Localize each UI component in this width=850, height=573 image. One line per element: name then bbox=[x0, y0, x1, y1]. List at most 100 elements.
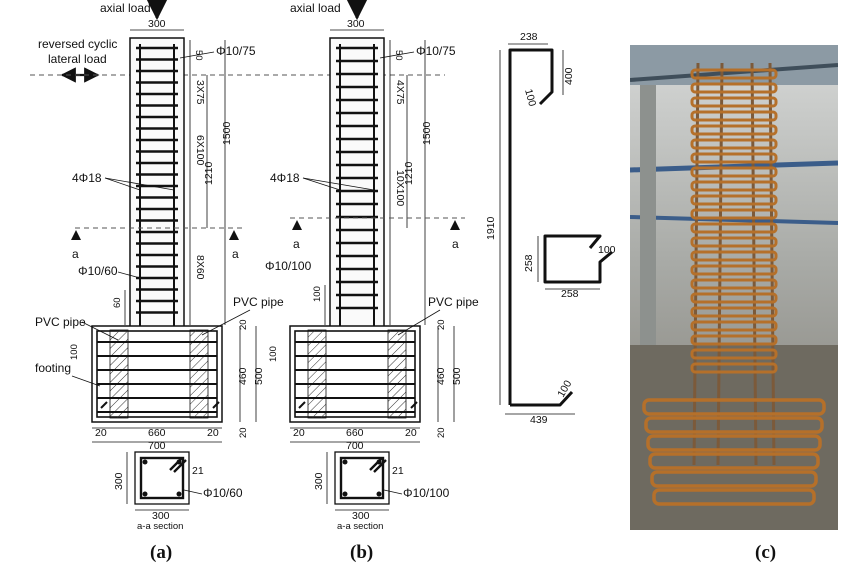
spacing-bot: 8X60 bbox=[194, 255, 206, 280]
dim-50: 50 bbox=[193, 50, 204, 61]
bottom-20-left: 20 bbox=[95, 427, 107, 439]
sec-label: a-a section bbox=[337, 521, 383, 532]
caption-a: (a) bbox=[150, 542, 172, 563]
leader bbox=[71, 375, 101, 387]
section-hook-2 bbox=[173, 459, 187, 473]
caption-b: (b) bbox=[350, 542, 373, 563]
cage-stirrup bbox=[690, 292, 778, 304]
spacing-mid: 6X100 bbox=[194, 135, 206, 166]
section-stirrup bbox=[339, 456, 385, 500]
rebar-cage-photo bbox=[630, 45, 838, 530]
section-mark-right: a bbox=[452, 237, 459, 251]
cage-stirrup bbox=[690, 194, 778, 206]
long-bars-label: 4Φ18 bbox=[270, 171, 300, 185]
caption-c: (c) bbox=[755, 542, 776, 563]
cage-stirrup bbox=[690, 208, 778, 220]
dim-60: 60 bbox=[112, 297, 123, 308]
section-mark-left: a bbox=[72, 247, 79, 261]
height-1910: 1910 bbox=[485, 216, 497, 240]
dim-500: 500 bbox=[451, 367, 463, 385]
dim-100b: 100 bbox=[268, 346, 279, 362]
dim-20a: 20 bbox=[436, 319, 447, 330]
sec-stirrup-label: Φ10/60 bbox=[203, 486, 243, 500]
bottom-20-right: 20 bbox=[207, 427, 219, 439]
footing-bars-b bbox=[295, 341, 418, 413]
section-hook-2 bbox=[373, 459, 387, 473]
dim-500: 500 bbox=[253, 367, 265, 385]
cage-stirrup bbox=[690, 250, 778, 262]
cage-stirrup bbox=[690, 180, 778, 192]
footing-bars-a bbox=[97, 341, 220, 413]
roof-beam bbox=[630, 63, 838, 82]
cage-stirrup bbox=[690, 96, 778, 108]
hook-100-bottom: 100 bbox=[555, 378, 574, 399]
cage-stirrup bbox=[690, 264, 778, 276]
bar-detail-drawing: 238 400 100 1910 258 100 258 100 439 bbox=[485, 31, 616, 426]
stirrup-top-label: Φ10/75 bbox=[216, 44, 256, 58]
leader bbox=[81, 321, 119, 341]
section-bar bbox=[376, 491, 382, 497]
pvc-pipe-right-label: PVC pipe bbox=[233, 295, 284, 309]
axial-load-label: axial load bbox=[100, 1, 151, 15]
leader bbox=[104, 177, 175, 191]
section-arrow-left bbox=[71, 230, 81, 240]
footing-cage-ring bbox=[648, 452, 820, 470]
stirrup-258-side: 258 bbox=[523, 254, 535, 272]
footing-cage-ring bbox=[652, 488, 816, 506]
cage-stirrup bbox=[690, 152, 778, 164]
cage-stirrup bbox=[690, 236, 778, 248]
stirrup-258-bottom: 258 bbox=[561, 288, 579, 300]
section-bar bbox=[176, 491, 182, 497]
bottom-439: 439 bbox=[530, 414, 548, 426]
sec-300-bottom: 300 bbox=[352, 510, 370, 522]
bottom-700: 700 bbox=[346, 440, 364, 452]
pvc-pipe-right bbox=[387, 329, 407, 419]
section-bar bbox=[376, 459, 382, 465]
leader bbox=[383, 489, 403, 495]
cage-stirrup bbox=[690, 306, 778, 318]
cage-stirrup bbox=[690, 82, 778, 94]
top-238: 238 bbox=[520, 31, 538, 43]
long-bars-label: 4Φ18 bbox=[72, 171, 102, 185]
cage-stirrup bbox=[690, 348, 778, 360]
cage-stirrup bbox=[690, 320, 778, 332]
pvc-pipe-left bbox=[109, 329, 129, 419]
panel-b-drawing: axial load 300 50 4X75 10X100 1210 1500 … bbox=[265, 0, 479, 563]
bottom-660: 660 bbox=[148, 427, 166, 439]
cage-stirrup bbox=[690, 362, 778, 374]
footing-label: footing bbox=[35, 361, 71, 375]
reversed-cyclic-label: reversed cyclic bbox=[38, 37, 117, 51]
bottom-20-left: 20 bbox=[293, 427, 305, 439]
dim-400: 400 bbox=[563, 67, 575, 85]
top-width-label: 300 bbox=[148, 18, 166, 30]
section-mark-left: a bbox=[293, 237, 300, 251]
leader bbox=[201, 309, 251, 336]
pvc-pipe-right bbox=[189, 329, 209, 419]
footing-cage bbox=[96, 330, 218, 418]
section-stirrup bbox=[139, 456, 185, 500]
cage-stirrup bbox=[690, 222, 778, 234]
hook-100-top: 100 bbox=[522, 88, 538, 108]
footing-cage-ring bbox=[644, 416, 824, 434]
leader bbox=[179, 51, 215, 59]
pvc-pipe-label: PVC pipe bbox=[35, 315, 86, 329]
cage-stirrup bbox=[690, 166, 778, 178]
footing-hook bbox=[410, 401, 418, 409]
cage-bar bbox=[750, 62, 758, 466]
lateral-load-label: lateral load bbox=[48, 52, 107, 66]
leader bbox=[302, 177, 341, 191]
photo-cage bbox=[642, 62, 826, 506]
stirrup-mid-label: Φ10/100 bbox=[265, 259, 312, 273]
cage-bar bbox=[692, 62, 700, 466]
stirrup-top-label: Φ10/75 bbox=[416, 44, 456, 58]
leader bbox=[183, 489, 203, 495]
leader bbox=[397, 309, 441, 336]
leader bbox=[379, 51, 415, 59]
dim-460: 460 bbox=[237, 367, 249, 385]
dim-100: 100 bbox=[69, 344, 80, 360]
sec-300-side: 300 bbox=[313, 472, 325, 490]
top-width-label: 300 bbox=[347, 18, 365, 30]
cage-bar bbox=[716, 62, 724, 466]
pvc-pipe-left bbox=[307, 329, 327, 419]
long-bar-bottom bbox=[510, 390, 574, 407]
